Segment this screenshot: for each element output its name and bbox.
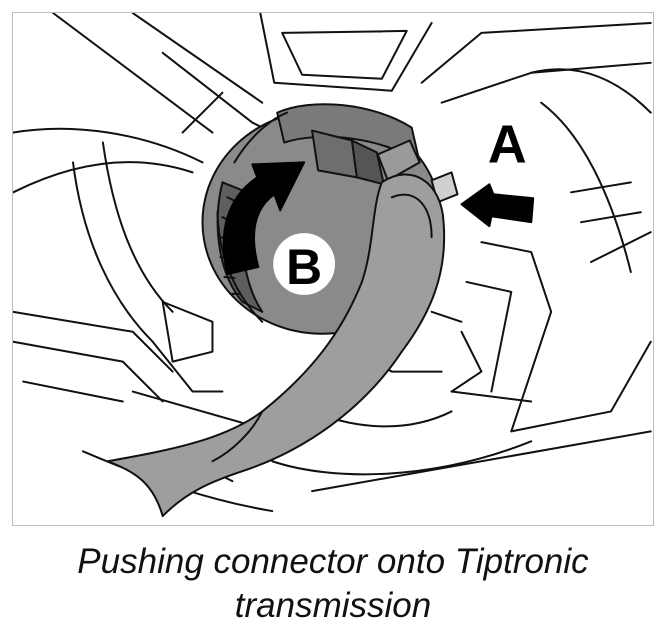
ribbon-strap — [106, 173, 446, 518]
illustration-frame: A B — [12, 12, 654, 526]
callout-b-badge — [273, 233, 335, 295]
connector-illustration: A B — [13, 13, 652, 518]
caption-line-1: Pushing connector onto Tiptronic — [77, 542, 589, 581]
rotation-arrow — [222, 161, 306, 275]
callout-b-label: B — [286, 239, 322, 295]
caption-line-2: transmission — [234, 586, 432, 625]
figure-caption: Pushing connector onto Tiptronic transmi… — [0, 540, 666, 628]
push-arrow — [460, 183, 535, 228]
callout-a-label: A — [488, 114, 527, 174]
console-housing — [13, 13, 652, 513]
